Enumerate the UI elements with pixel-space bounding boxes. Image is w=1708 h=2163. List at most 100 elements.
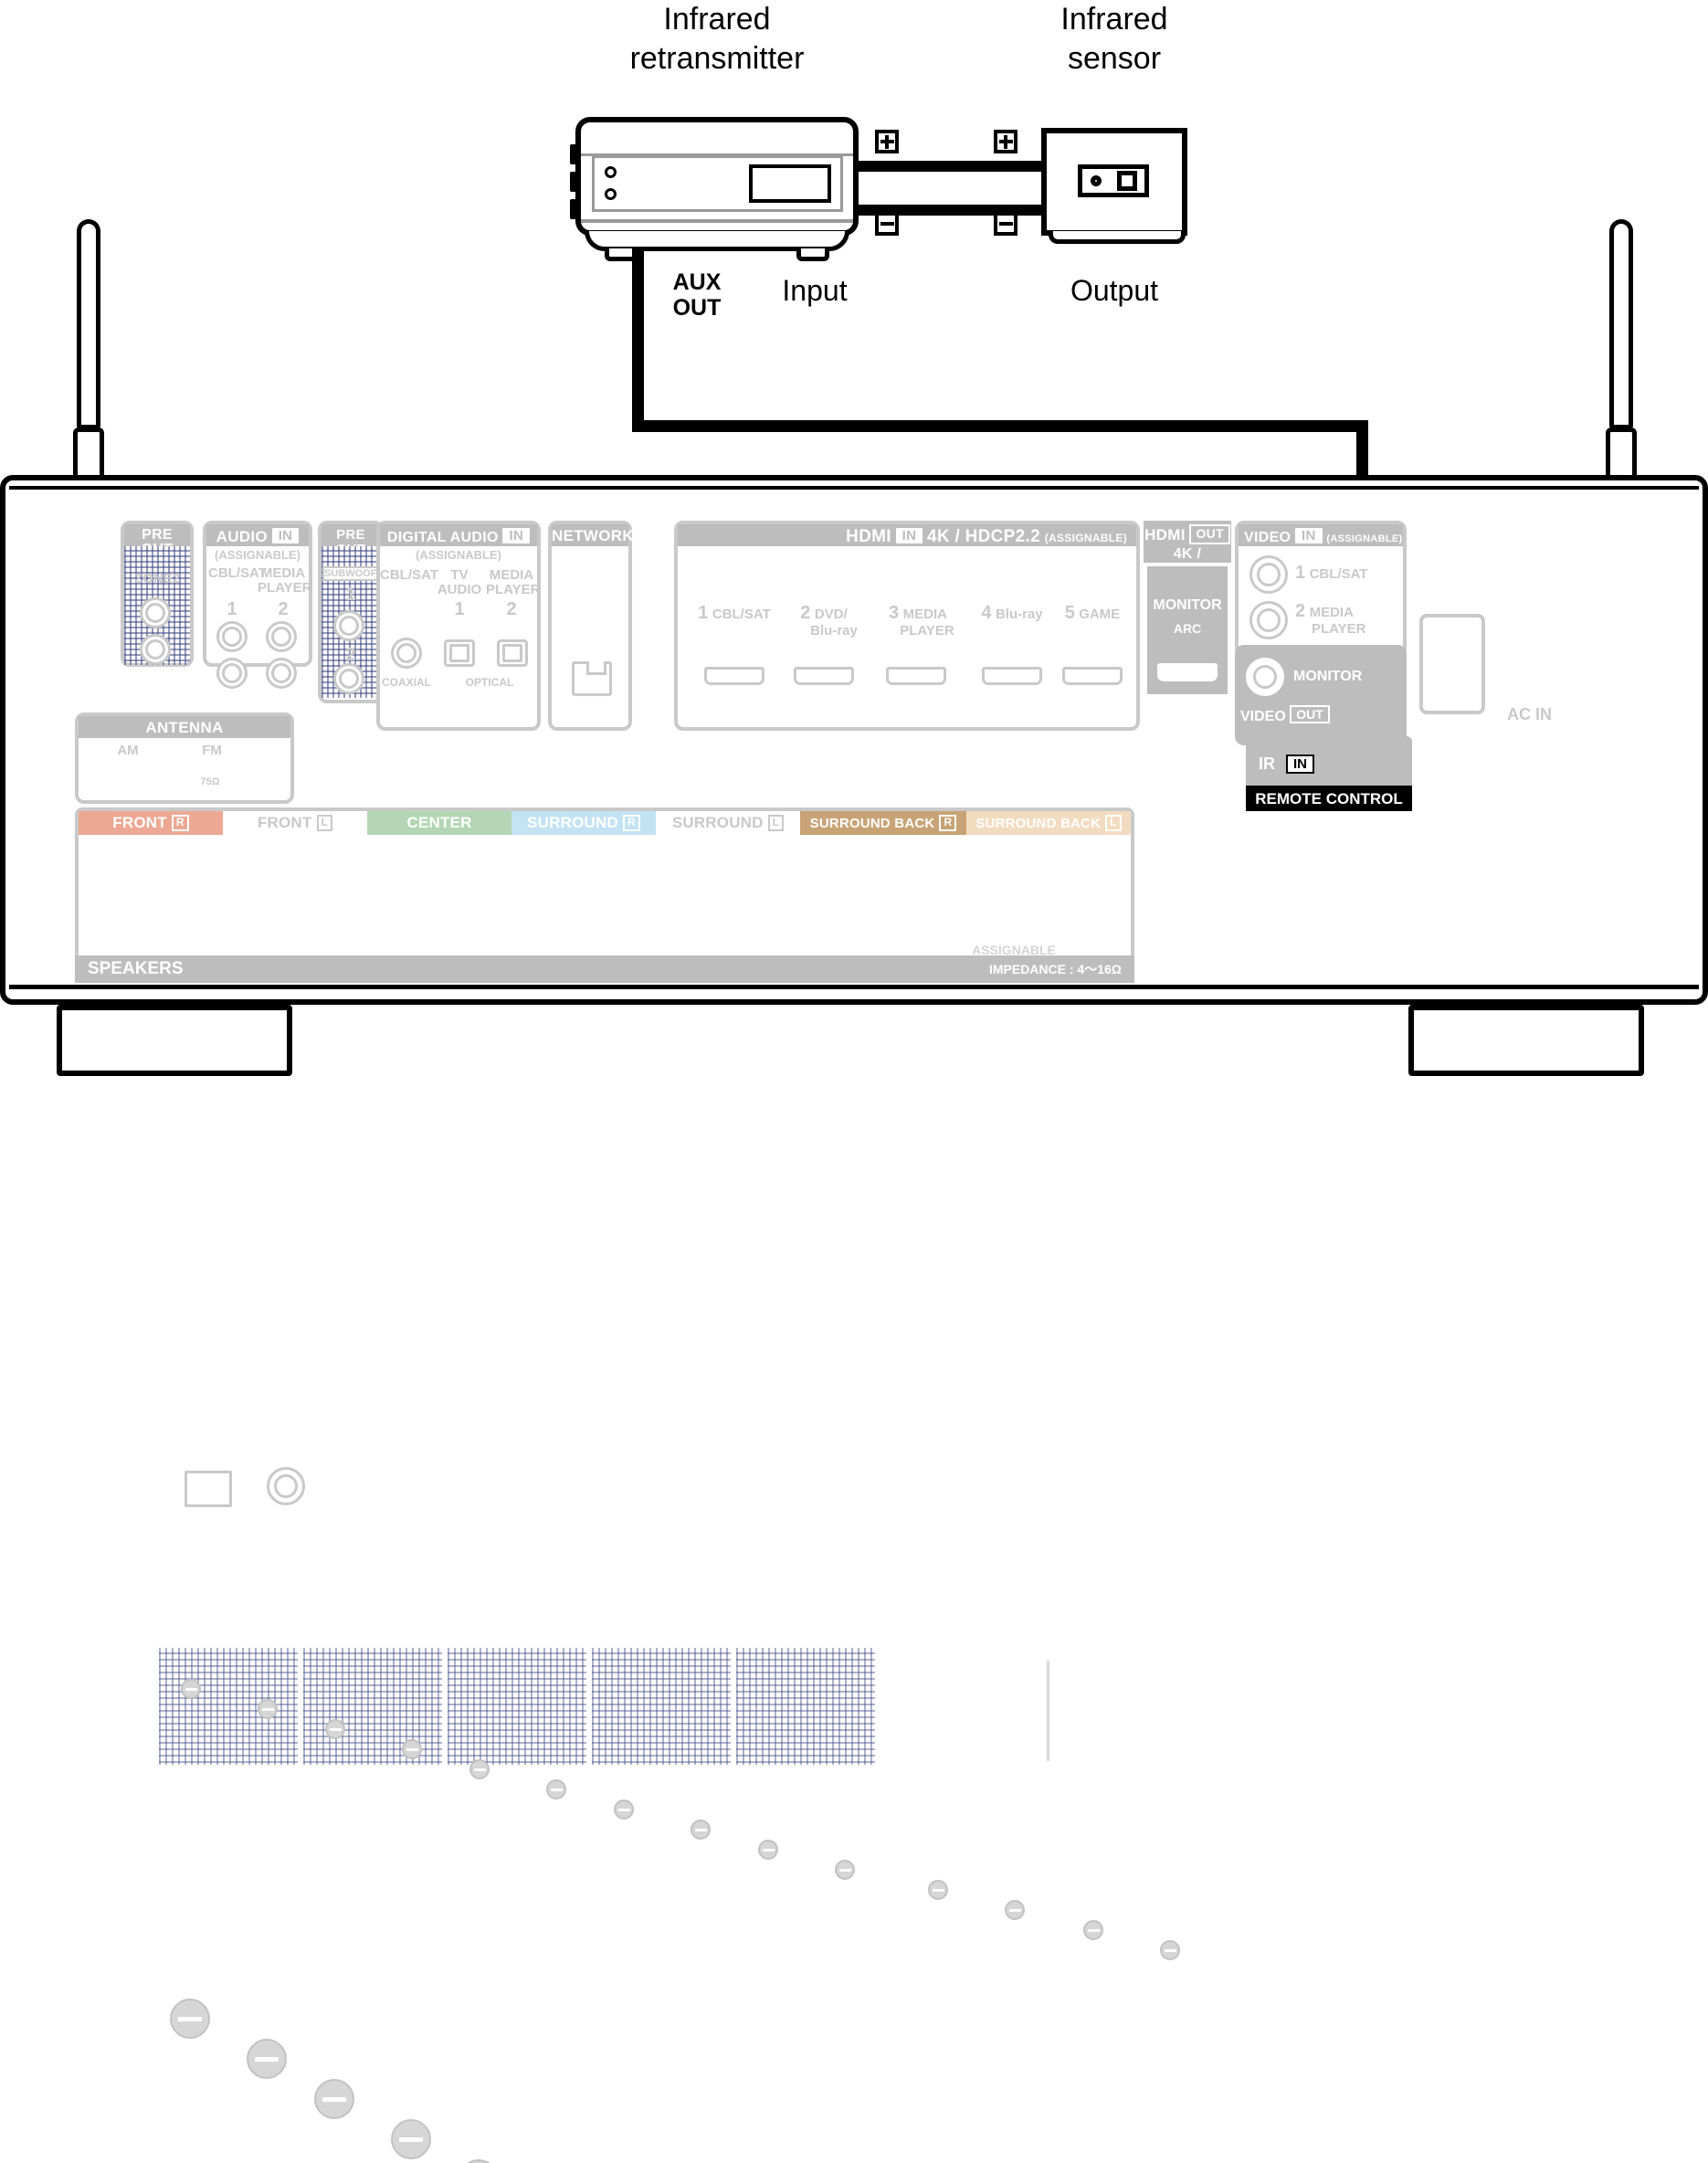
hdmi-out-arc-label: ARC [1173, 621, 1202, 636]
aux-out-line2: OUT [672, 294, 722, 321]
video-in-2-label: 2 MEDIA PLAYER [1295, 601, 1366, 637]
binding-post-marker-minus [835, 1860, 855, 1880]
retransmitter-plus-terminal [875, 130, 899, 153]
ac-in-label: AC IN [1507, 705, 1552, 723]
wifi-antenna-right-rod [1609, 219, 1633, 429]
audio-in-group: AUDIO IN (ASSIGNABLE) CBL/SAT MEDIA PLAY… [203, 521, 312, 689]
retransmitter-display-window [749, 164, 831, 203]
video-in-group: VIDEO IN (ASSIGNABLE) 1 CBL/SAT 2 MEDIA … [1235, 521, 1407, 658]
audio-in-port2-name: MEDIA PLAYER [258, 565, 312, 596]
speaker-field-center [448, 1648, 586, 1765]
audio-in-port2-number: 2 [278, 599, 289, 619]
sensor-led-icon [1090, 175, 1102, 186]
audio-in-port1-name: CBL/SAT [208, 565, 267, 581]
binding-post-marker-plus [325, 1719, 345, 1739]
zone2-preout-group: PRE OUT ZONE2 [121, 521, 194, 667]
retransmitter-seam [581, 219, 853, 223]
speakers-footer-bar: SPEAKERS IMPEDANCE : 4～16Ω [75, 955, 1134, 983]
digital-audio-assignable: (ASSIGNABLE) [416, 548, 501, 562]
digital-audio-opt1-port-name: TV AUDIO [437, 567, 482, 597]
video-in-header: VIDEO IN (ASSIGNABLE) [1239, 524, 1403, 546]
speaker-header-front-l: FRONT L [223, 811, 367, 835]
am-antenna-label: AM [117, 743, 139, 758]
aux-out-line1: AUX [672, 269, 722, 295]
ac-in-group [1419, 614, 1485, 714]
remote-control-footer: REMOTE CONTROL [1246, 786, 1412, 811]
hdmi-in-port-3 [886, 667, 946, 685]
ir-label: IR [1259, 754, 1275, 773]
binding-post-marker-minus [1160, 1940, 1180, 1960]
network-lan-port [572, 661, 612, 696]
fm-impedance-label: 75Ω [200, 776, 220, 787]
binding-post-front-r-plus[interactable] [170, 1999, 210, 2039]
am-antenna-terminal [185, 1471, 232, 1507]
sensor-skirt [1049, 231, 1186, 244]
ir-in-badge: IN [1286, 754, 1314, 774]
speaker-header-surround-l: SURROUND L [656, 811, 800, 835]
video-out-badge: OUT [1290, 705, 1330, 723]
hdmi-out-monitor-block: MONITOR ARC [1147, 566, 1228, 694]
subwoofer-2-number: 2 [345, 645, 356, 665]
speaker-field-surround-l [736, 1648, 875, 1765]
speaker-header-surround-back-l: SURROUND BACK L [966, 811, 1131, 835]
optical-label: OPTICAL [465, 676, 514, 689]
hdmi-in-port-1 [704, 667, 764, 685]
audio-in-header: AUDIO IN [206, 524, 309, 546]
subwoofer-label: SUBWOOFER [322, 566, 391, 581]
digital-audio-opt2-number: 2 [506, 599, 517, 619]
hdmi-out-header: HDMI OUT 4K / HDCP2.2 [1144, 521, 1231, 580]
audio-in-2-rca-l [266, 621, 297, 652]
hdmi-in-3-label: 3 MEDIA PLAYER [889, 603, 954, 638]
hdmi-in-badge: IN [895, 528, 923, 543]
speaker-header-front-r: FRONT R [79, 811, 223, 835]
binding-post-marker-plus [758, 1840, 778, 1860]
hdmi-in-2-label: 2 DVD/ Blu-ray [800, 603, 858, 638]
retransmitter-title-line1: Infrared [663, 2, 771, 37]
binding-post-marker-plus [1083, 1920, 1103, 1940]
binding-post-front-l-minus[interactable] [391, 2119, 431, 2159]
binding-post-marker-minus [546, 1779, 566, 1799]
video-in-1-jack [1249, 555, 1288, 594]
retransmitter-indicator-dot [605, 166, 617, 178]
binding-post-marker-plus [181, 1679, 201, 1699]
audio-in-port1-number: 1 [227, 599, 237, 619]
hdmi-in-5-label: 5 GAME [1064, 603, 1121, 623]
hdmi-in-port-4 [982, 667, 1042, 685]
video-out-header: VIDEO OUT [1240, 705, 1330, 725]
retransmitter-side-bump [570, 144, 581, 164]
digital-audio-in-group: DIGITAL AUDIO IN (ASSIGNABLE) CBL/SAT TV… [376, 521, 541, 731]
binding-post-marker-plus [614, 1799, 634, 1820]
binding-post-front-r-minus[interactable] [247, 2039, 287, 2079]
audio-in-badge: IN [271, 528, 300, 543]
fm-antenna-jack [267, 1467, 305, 1505]
fm-antenna-label: FM [202, 743, 222, 758]
subwoofer-preout-group: PRE OUT SUBWOOFER 1 2 [318, 521, 391, 703]
binding-post-marker-minus [1005, 1900, 1025, 1920]
binding-post-marker-minus [402, 1739, 422, 1759]
video-in-2-jack [1249, 601, 1288, 639]
retransmitter-side-bump [570, 172, 581, 192]
output-label: Output [1070, 274, 1159, 307]
sensor-receiver-icon [1116, 171, 1137, 191]
aux-out-label: AUX OUT [656, 269, 738, 321]
aux-out-cable-vertical [632, 248, 644, 431]
digital-audio-optical-1-jack [444, 639, 475, 667]
binding-post-front-l-plus[interactable] [314, 2079, 354, 2119]
speaker-field-surround-r [592, 1648, 731, 1765]
chassis-top-edge [9, 486, 1699, 490]
sensor-plus-terminal [994, 130, 1017, 153]
speaker-header-row: FRONT R FRONT L CENTER SURROUND R SURROU… [79, 811, 1131, 835]
aux-out-cable-horizontal [632, 420, 1368, 432]
ir-cable-negative [853, 205, 1047, 216]
hdmi-in-port-2 [794, 667, 854, 685]
hdmi-out-group: HDMI OUT 4K / HDCP2.2 MONITOR ARC [1144, 521, 1231, 731]
digital-audio-header: DIGITAL AUDIO IN [380, 524, 537, 546]
retransmitter-title-line2: retransmitter [629, 40, 805, 76]
hdmi-in-4-label: 4 Blu-ray [981, 603, 1043, 623]
antenna-group: ANTENNA AM FM 75Ω [75, 712, 305, 1507]
retransmitter-foot [796, 248, 829, 261]
receiver-foot-left [57, 1005, 292, 1076]
binding-post-center-plus[interactable] [459, 2159, 499, 2163]
sensor-title-line2: sensor [1067, 40, 1162, 76]
hdmi-out-badge: OUT [1189, 524, 1230, 544]
